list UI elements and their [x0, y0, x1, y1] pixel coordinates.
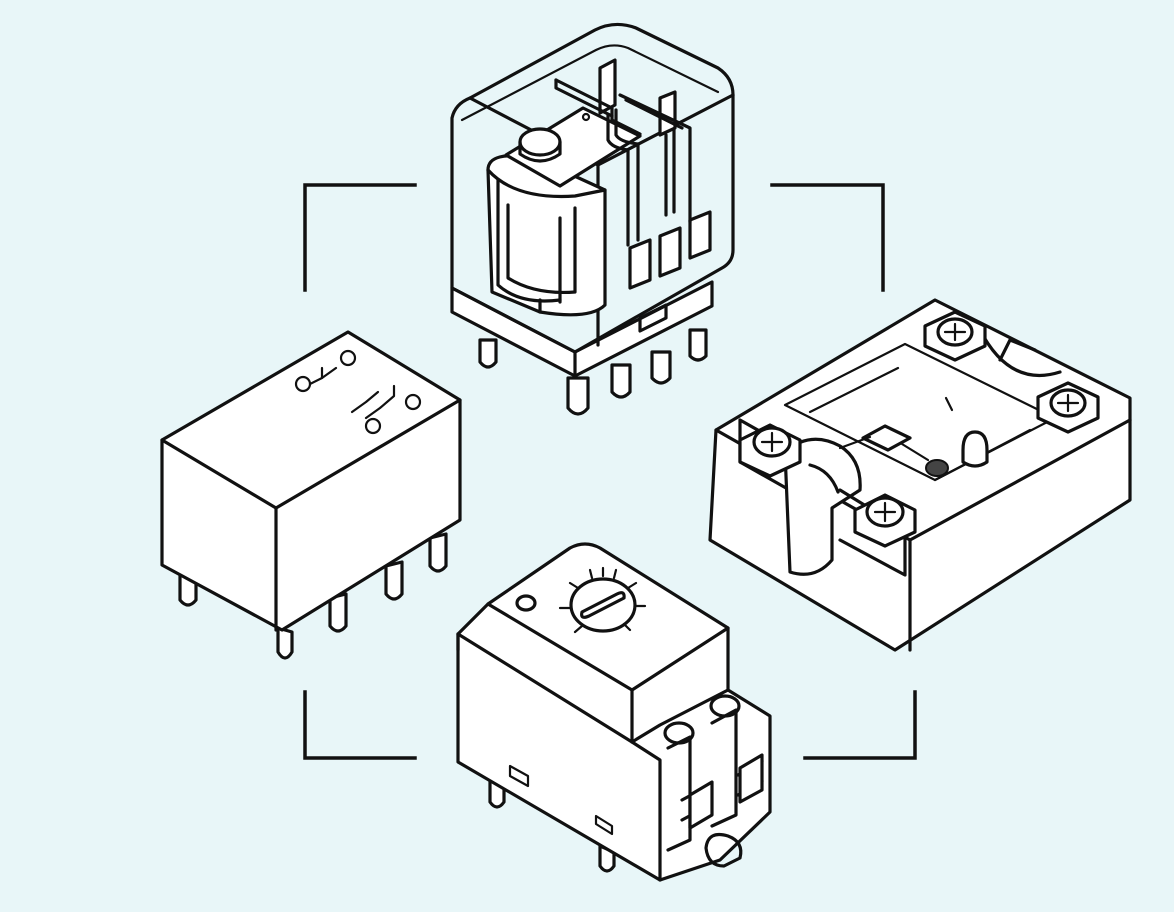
bracket-bottom-left [303, 690, 417, 760]
frame-brackets [303, 183, 917, 760]
screw-icon [853, 493, 917, 548]
relay-pins [478, 328, 708, 416]
contact-symbol [294, 349, 422, 435]
status-led-icon [925, 459, 949, 477]
timer-terminals [663, 694, 764, 868]
contact-blades [554, 58, 712, 290]
solid-state-relay-icon [708, 298, 1132, 652]
bracket-bottom-right [803, 690, 917, 760]
screw-icon [1036, 381, 1100, 434]
plug-in-power-relay-icon [450, 22, 735, 416]
timer-dial-icon [558, 566, 647, 634]
indicator-hole [515, 594, 537, 612]
timer-pins [488, 778, 616, 873]
pcb-pins [178, 532, 448, 660]
pcb-relay-body [160, 330, 462, 632]
terminal-screws [738, 310, 1100, 548]
pcb-signal-relay-icon [160, 330, 462, 660]
bracket-top-right [770, 183, 885, 292]
screw-icon [738, 423, 802, 478]
relay-cover [450, 22, 735, 354]
screw-icon [923, 310, 987, 362]
bracket-top-left [303, 183, 417, 292]
coil [486, 154, 607, 317]
din-rail-timer-relay-icon [456, 542, 772, 882]
